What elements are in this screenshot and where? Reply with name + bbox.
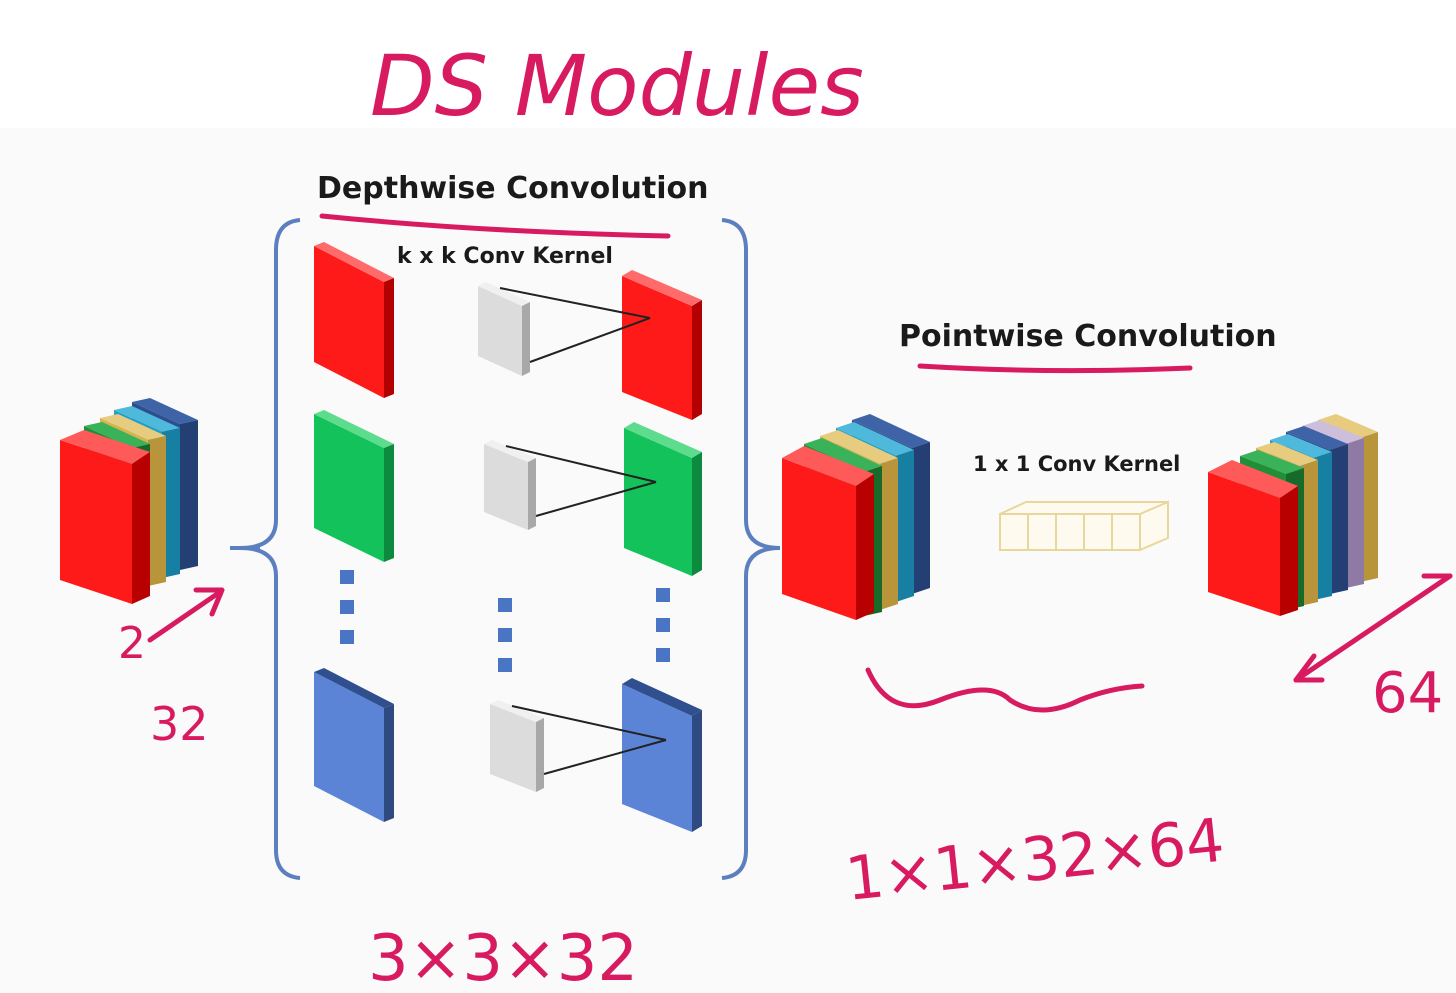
ink-dim-64: 64 — [1372, 661, 1443, 726]
depthwise-output-stack — [782, 414, 930, 620]
depthwise-row-blue — [314, 668, 702, 832]
pw-kernel-label: 1 x 1 Conv Kernel — [973, 452, 1180, 476]
depthwise-underline — [319, 213, 671, 239]
ink-dw-params: 3×3×32 — [368, 922, 638, 993]
kernel-label: k x k Conv Kernel — [397, 244, 613, 269]
ink-pw-params: 1×1×32×64 — [842, 806, 1227, 915]
depthwise-row-red — [314, 242, 702, 420]
handwritten-title: DS Modules — [370, 37, 864, 135]
ink-dim-32: 32 — [150, 697, 209, 751]
ink-dim-2: 2 — [118, 618, 146, 669]
ink-annotations — [147, 573, 1453, 713]
depthwise-label: Depthwise Convolution — [317, 171, 708, 206]
depthwise-row-green — [314, 410, 702, 576]
pointwise-kernel — [999, 500, 1169, 552]
input-feature-map-stack — [60, 398, 198, 604]
depthwise-right-brace — [721, 218, 781, 880]
pointwise-underline — [917, 363, 1193, 374]
pointwise-label: Pointwise Convolution — [899, 319, 1277, 354]
pointwise-output-stack — [1208, 414, 1378, 616]
ellipsis-dots — [340, 570, 670, 672]
top-whitespace — [0, 0, 1456, 128]
